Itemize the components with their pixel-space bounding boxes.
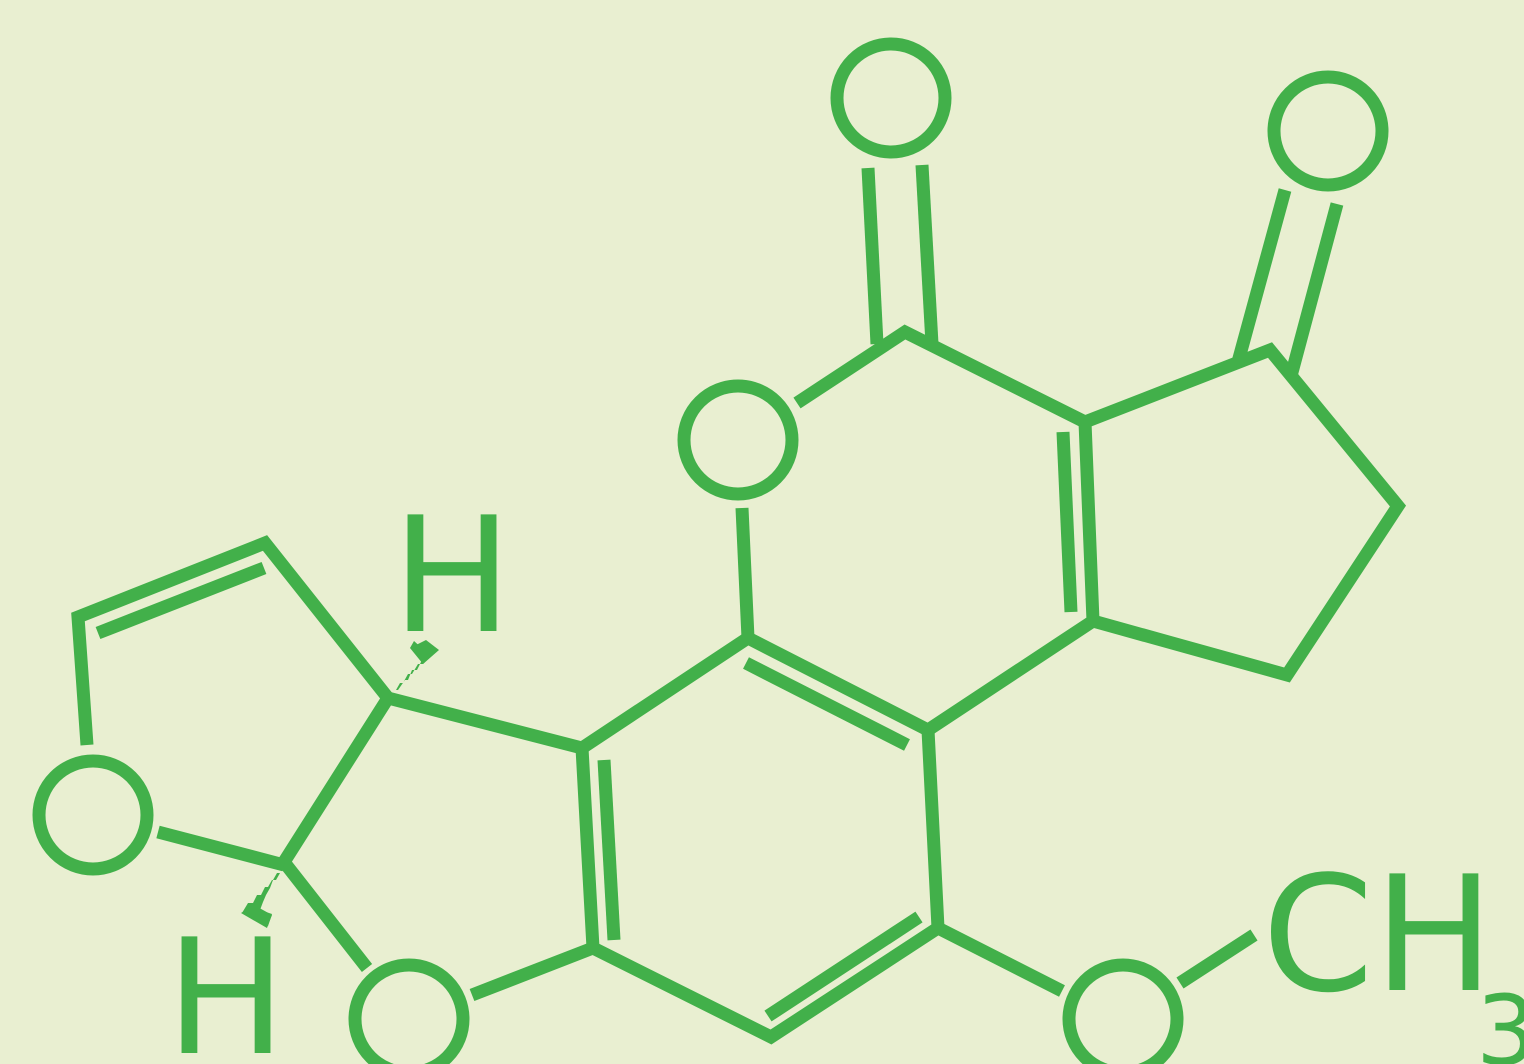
oxygen-atoms bbox=[32, 37, 1389, 1064]
bond-inner-dihydrofuran bbox=[95, 561, 267, 640]
bond-carbonyl-1a bbox=[861, 167, 884, 345]
bond-carbonyl-2a bbox=[1231, 188, 1292, 364]
bond-inner-b4 bbox=[764, 911, 923, 1022]
bond-carbonyl-1b bbox=[915, 164, 939, 345]
oxygen-furan-left bbox=[32, 754, 154, 876]
bond-inner-b3 bbox=[743, 657, 910, 751]
bond-chain-upper bbox=[386, 342, 1407, 756]
oxygen-lactone bbox=[677, 379, 799, 501]
stereo-hash-wedge-upper bbox=[396, 640, 439, 690]
bond-o-aryl-lower bbox=[469, 941, 596, 1002]
bond-o-ch bbox=[156, 825, 286, 872]
stereo-hash-wedge-lower bbox=[241, 873, 280, 928]
bond-inner-c2 bbox=[1056, 431, 1078, 613]
methyl-label: CH bbox=[1262, 841, 1494, 1028]
oxygen-methoxy bbox=[1062, 958, 1184, 1064]
bond-furan-upper bbox=[71, 535, 396, 973]
bond-ring-lower bbox=[575, 729, 945, 1045]
oxygen-carbonyl-right bbox=[1267, 70, 1389, 192]
bond-aryl-omethyl bbox=[935, 922, 1065, 997]
bond-o-methyl bbox=[1176, 929, 1258, 989]
bond-lines bbox=[71, 164, 1407, 1045]
oxygen-carbonyl-top bbox=[830, 37, 952, 159]
hydrogen-label-lower: H bbox=[166, 904, 286, 1064]
bond-carbonyl-2b bbox=[1284, 202, 1344, 378]
bond-o-aryl bbox=[735, 507, 755, 639]
bond-lactone bbox=[793, 324, 1088, 428]
bond-inner-b6 bbox=[597, 759, 621, 941]
methyl-subscript: 3 bbox=[1476, 975, 1524, 1064]
oxygen-furan-bottom bbox=[348, 958, 470, 1064]
hydrogen-label-upper: H bbox=[392, 482, 512, 669]
